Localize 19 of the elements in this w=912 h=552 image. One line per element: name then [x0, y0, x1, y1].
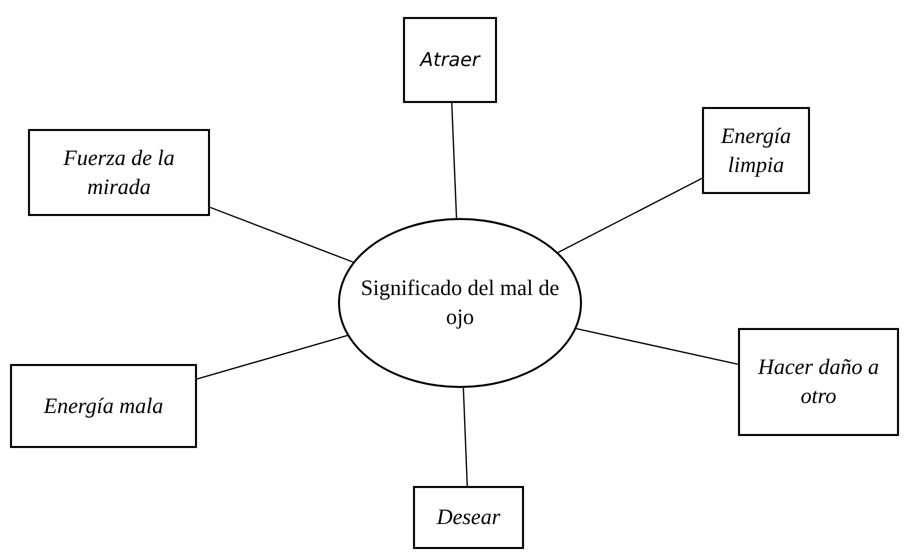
- connector-line: [576, 328, 738, 365]
- concept-box: [28, 129, 210, 216]
- node-label: Energía limpia: [720, 122, 792, 179]
- concept-box: [413, 486, 524, 549]
- node-label: Significado del mal de ojo: [360, 274, 560, 331]
- connector-line: [558, 178, 702, 254]
- connector-line: [451, 102, 458, 218]
- node-label: Atraer: [418, 48, 482, 72]
- node-label: Desear: [436, 503, 502, 532]
- node-label: Hacer daño a otro: [756, 353, 880, 410]
- concept-box: [403, 17, 497, 103]
- node-label: Fuerza de la mirada: [62, 144, 176, 200]
- node-label: Energía mala: [42, 392, 164, 420]
- concept-box: [738, 328, 899, 436]
- connector-line: [196, 334, 348, 380]
- connector-line: [462, 388, 468, 486]
- concept-box: [10, 364, 197, 448]
- connector-line: [210, 206, 354, 263]
- concept-box: [702, 107, 810, 194]
